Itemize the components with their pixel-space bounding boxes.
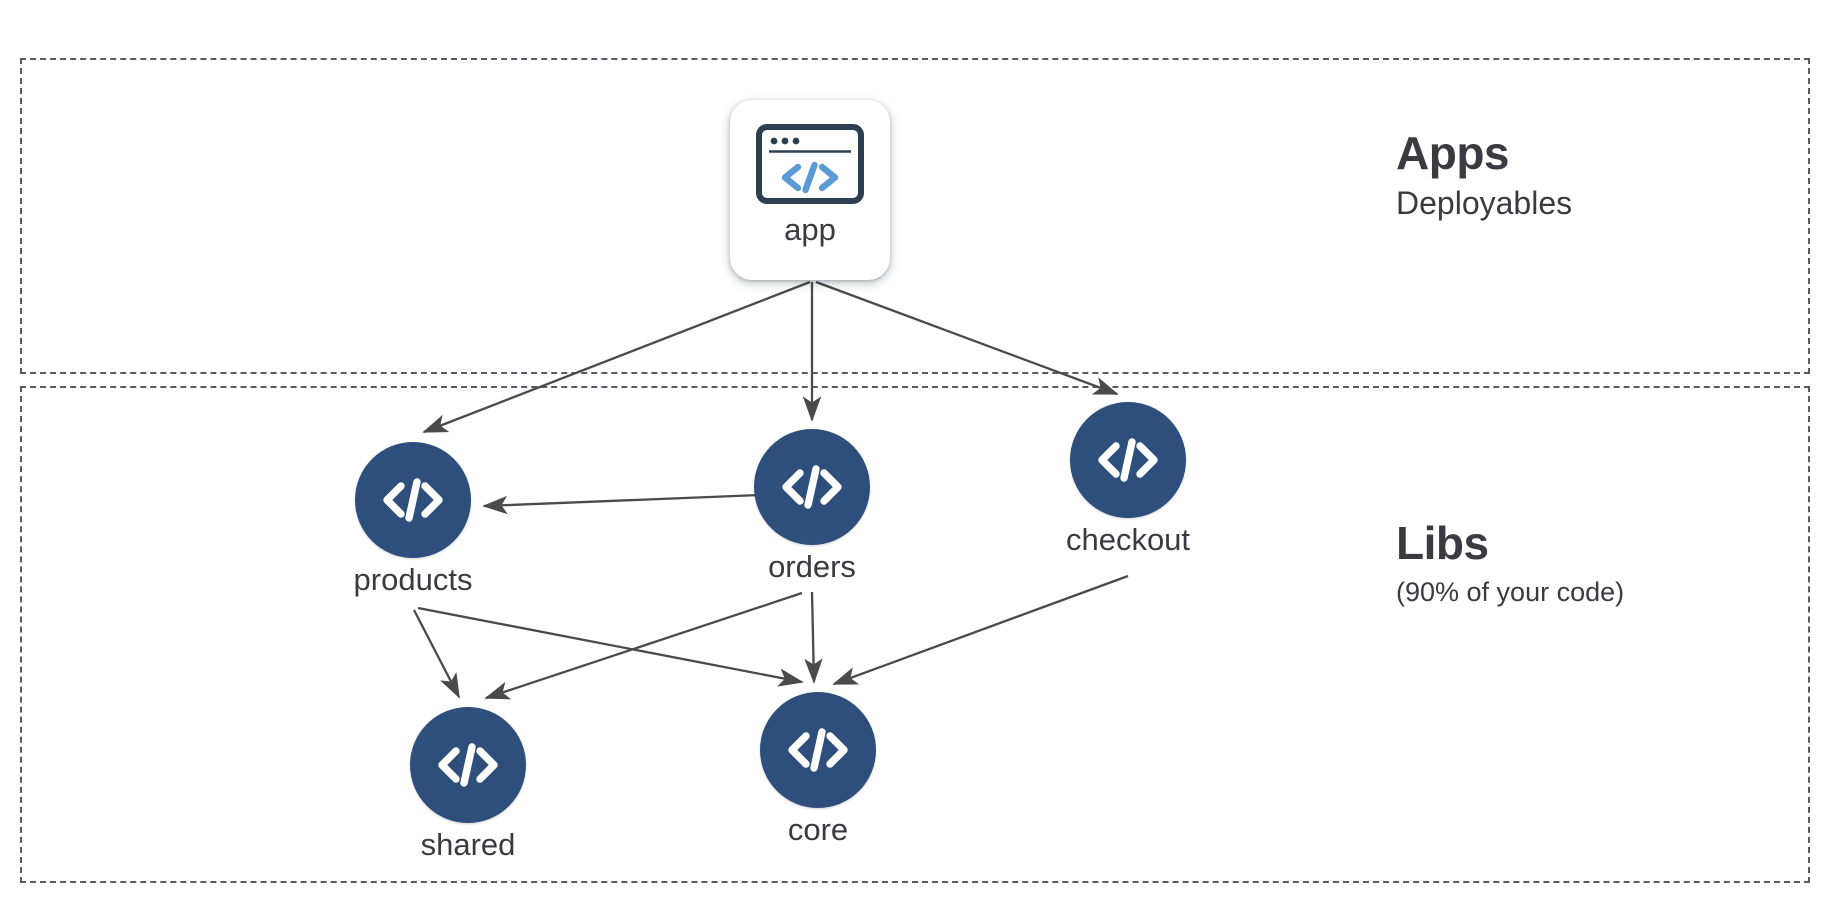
region-libs-subtitle: (90% of your code) <box>1396 577 1625 607</box>
node-core[interactable]: core <box>760 692 876 847</box>
node-orders[interactable]: orders <box>754 429 870 584</box>
node-products-label: products <box>353 562 473 597</box>
node-orders-label: orders <box>768 549 856 584</box>
code-brackets-icon <box>438 743 498 787</box>
node-products[interactable]: products <box>354 442 472 597</box>
region-libs-title: Libs <box>1396 517 1489 569</box>
code-brackets-icon <box>383 478 443 522</box>
node-checkout[interactable]: checkout <box>1066 402 1190 557</box>
region-libs-legend: Libs (90% of your code) <box>1396 520 1624 608</box>
node-core-circle <box>760 692 876 808</box>
region-libs <box>20 386 1810 883</box>
node-products-circle <box>355 442 471 558</box>
region-apps-subtitle: Deployables <box>1396 185 1573 221</box>
node-app[interactable]: app <box>730 100 890 280</box>
region-apps-title: Apps <box>1396 127 1510 179</box>
code-brackets-icon <box>782 465 842 509</box>
node-shared[interactable]: shared <box>410 707 526 862</box>
node-checkout-circle <box>1070 402 1186 518</box>
node-checkout-label: checkout <box>1065 522 1191 557</box>
code-brackets-icon <box>788 728 848 772</box>
node-app-label: app <box>784 212 836 247</box>
region-apps-legend: Apps Deployables <box>1396 130 1572 222</box>
code-brackets-icon <box>1098 438 1158 482</box>
node-shared-circle <box>410 707 526 823</box>
node-shared-label: shared <box>420 827 516 862</box>
node-orders-circle <box>754 429 870 545</box>
browser-window-code-icon <box>756 124 864 204</box>
node-core-label: core <box>787 812 849 847</box>
